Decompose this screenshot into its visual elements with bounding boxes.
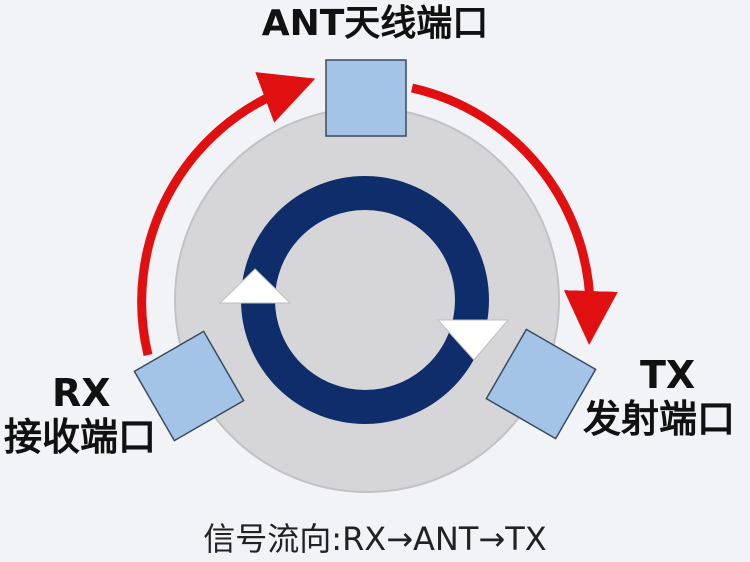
tx-port	[485, 328, 597, 440]
tx-port-sublabel: 发射端口	[583, 397, 736, 441]
ant-port	[325, 59, 407, 137]
tx-port-label: TX	[640, 353, 696, 397]
ring-arrowhead-down	[436, 319, 510, 361]
ant-port-label: ANT天线端口	[261, 3, 489, 44]
ring-arrowhead-up	[218, 268, 292, 304]
arrow-rx-to-ant	[137, 72, 316, 357]
rx-port-sublabel: 接收端口	[4, 415, 157, 459]
rx-port-label: RX	[52, 371, 111, 415]
rx-port	[133, 330, 245, 442]
signal-flow-caption: 信号流向:RX→ANT→TX	[203, 520, 547, 558]
arrow-ant-to-tx	[411, 83, 618, 345]
